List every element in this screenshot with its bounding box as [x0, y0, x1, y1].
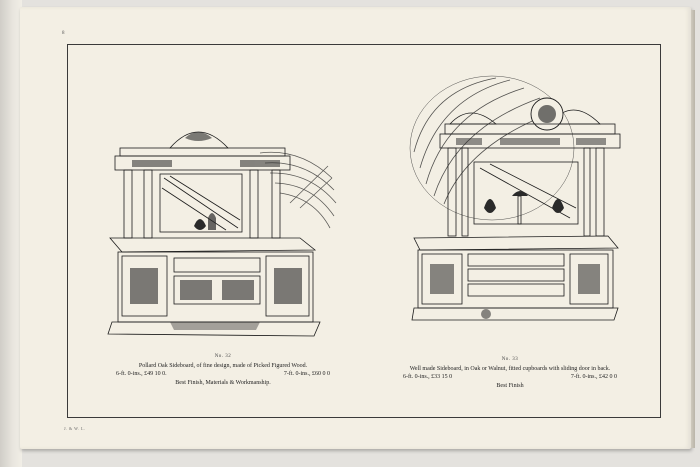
item-number: No. 32 — [214, 354, 232, 359]
item-price-b: 7-ft. 0-ins., £60 0 0 — [283, 371, 330, 377]
item-description: Well made Sideboard, in Oak or Walnut, f… — [409, 365, 611, 372]
ruled-frame — [67, 44, 661, 418]
item-caption-left: No. 32 Pollard Oak Sideboard, of fine de… — [108, 353, 338, 387]
book-spine — [0, 0, 22, 467]
item-prices: 6-ft. 0-ins., £49 10 0. 7-ft. 0-ins., £6… — [108, 370, 338, 379]
item-price-a: 6-ft. 0-ins., £33 15 0 — [403, 374, 453, 380]
item-prices: 6-ft. 0-ins., £33 15 0 7-ft. 0-ins., £42… — [395, 373, 625, 382]
item-number: No. 33 — [501, 357, 519, 362]
page-edge — [691, 10, 695, 448]
item-caption-right: No. 33 Well made Sideboard, in Oak or Wa… — [395, 356, 625, 390]
item-price-b: 7-ft. 0-ins., £42 0 0 — [570, 374, 617, 380]
sideboard-engraving-right — [400, 68, 625, 328]
printer-imprint: J. & W. L. — [64, 426, 86, 431]
page-number: 8 — [62, 31, 65, 36]
item-description: Pollard Oak Sideboard, of fine design, m… — [138, 362, 308, 369]
item-price-a: 6-ft. 0-ins., £49 10 0. — [116, 371, 167, 377]
item-finish: Best Finish — [496, 382, 524, 389]
item-finish: Best Finish, Materials & Workmanship. — [175, 379, 271, 386]
sideboard-engraving-left — [100, 108, 340, 353]
